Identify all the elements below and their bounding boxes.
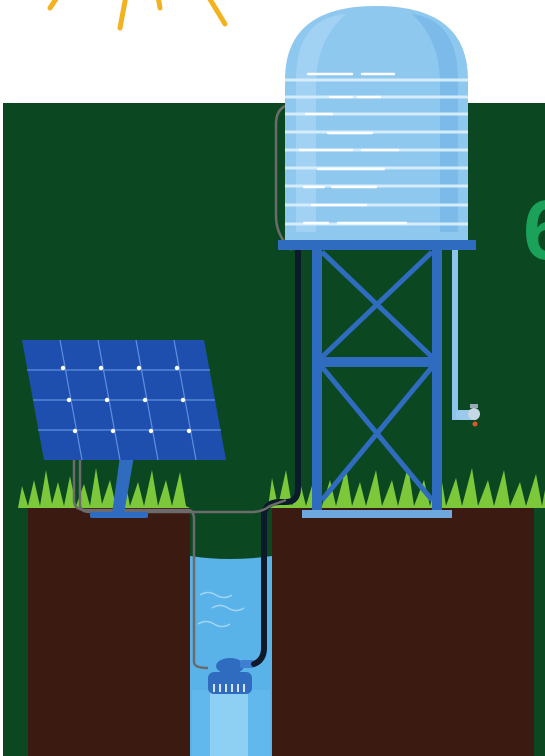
tap-assembly: [452, 248, 480, 427]
well-casing: [210, 690, 248, 756]
water-tank: [285, 6, 468, 240]
grass-left: [18, 468, 190, 508]
solar-panel: [22, 339, 226, 461]
sun-rays: [47, 0, 228, 31]
submersible-pump: [208, 658, 254, 694]
water-ripples: [197, 591, 245, 628]
cut-off-digit: 6: [523, 188, 545, 272]
tank-platform: [278, 240, 476, 250]
grass-right: [268, 466, 545, 508]
delivery-pipe: [251, 247, 301, 667]
soil-right: [272, 508, 534, 756]
solar-panel-stand: [90, 456, 148, 518]
soil-left: [28, 508, 190, 756]
power-cable-2: [78, 458, 287, 514]
tower-frame: [302, 248, 452, 518]
